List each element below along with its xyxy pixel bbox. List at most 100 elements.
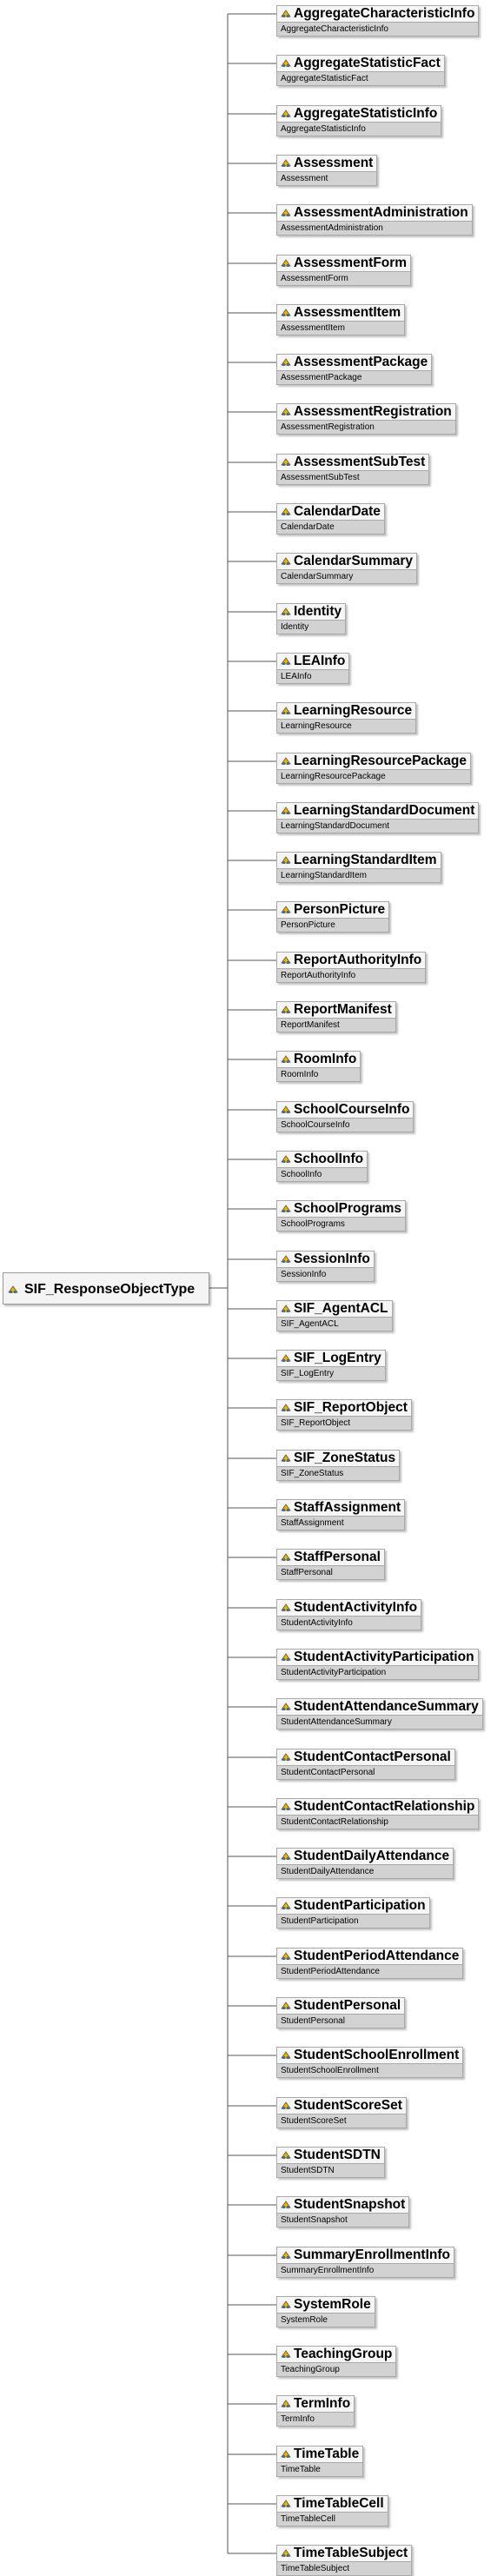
element-icon: [281, 607, 291, 615]
child-element-name: SIF_AgentACL: [294, 1301, 388, 1316]
child-element-header: AssessmentItem: [276, 304, 406, 322]
child-element-name: LearningStandardDocument: [294, 803, 475, 818]
child-element-header: CalendarSummary: [276, 553, 417, 570]
child-element-type: Assessment: [276, 172, 378, 186]
child-element-name: StudentActivityParticipation: [294, 1650, 474, 1664]
child-element-type: StudentContactRelationship: [276, 1816, 480, 1829]
child-element-type: ReportManifest: [276, 1019, 396, 1032]
child-element-header: TermInfo: [276, 2395, 355, 2413]
child-element-type: SIF_ZoneStatus: [276, 1467, 401, 1481]
child-element-type: LearningStandardDocument: [276, 820, 480, 833]
child-element-name: CalendarDate: [294, 504, 381, 519]
child-element-header: StudentSnapshot: [276, 2196, 410, 2214]
child-element-name: Identity: [294, 604, 342, 619]
child-element-header: SchoolCourseInfo: [276, 1101, 414, 1119]
child-element-header: ReportManifest: [276, 1001, 396, 1019]
element-icon: [281, 1952, 291, 1960]
child-element-name: StudentPersonal: [294, 1998, 401, 2013]
child-element-header: AssessmentPackage: [276, 354, 433, 371]
element-icon: [281, 209, 291, 216]
child-element-type: AssessmentAdministration: [276, 222, 473, 236]
element-icon: [281, 707, 291, 714]
child-element-header: RoomInfo: [276, 1051, 361, 1068]
child-element-header: TeachingGroup: [276, 2346, 397, 2363]
child-element-header: AggregateStatisticFact: [276, 55, 445, 72]
child-element-type: LearningResourcePackage: [276, 770, 472, 784]
element-icon: [281, 59, 291, 67]
element-icon: [281, 1753, 291, 1761]
child-element-header: StaffPersonal: [276, 1549, 385, 1566]
child-element-type: SummaryEnrollmentInfo: [276, 2264, 454, 2278]
element-icon: [281, 657, 291, 665]
element-icon: [281, 1504, 291, 1511]
child-element-header: SessionInfo: [276, 1251, 375, 1268]
child-element-name: SIF_ReportObject: [294, 1400, 408, 1415]
element-icon: [281, 2151, 291, 2159]
child-element-name: StudentParticipation: [294, 1898, 426, 1913]
child-element-name: SessionInfo: [294, 1251, 370, 1266]
child-element-header: StudentParticipation: [276, 1897, 430, 1915]
child-element-type: TimeTableCell: [276, 2513, 388, 2526]
child-element-header: StudentSchoolEnrollment: [276, 2047, 464, 2064]
child-element-type: StudentContactPersonal: [276, 1766, 455, 1780]
child-element-type: AssessmentSubTest: [276, 471, 430, 485]
child-element-name: PersonPicture: [294, 902, 386, 917]
child-element-name: StaffAssignment: [294, 1500, 401, 1515]
element-icon: [281, 2101, 291, 2109]
child-element-name: StudentContactRelationship: [294, 1799, 475, 1814]
child-element-type: AggregateStatisticInfo: [276, 123, 442, 136]
child-element-type: SIF_AgentACL: [276, 1318, 393, 1331]
root-element-name: SIF_ResponseObjectType: [24, 1282, 196, 1297]
element-icon: [281, 1803, 291, 1810]
element-icon: [281, 458, 291, 466]
element-icon: [281, 358, 291, 366]
child-element-type: AssessmentPackage: [276, 371, 433, 385]
child-element-header: AssessmentSubTest: [276, 454, 430, 471]
child-element-type: CalendarDate: [276, 521, 385, 534]
element-icon: [281, 1404, 291, 1411]
child-element-type: SchoolCourseInfo: [276, 1119, 414, 1132]
child-element-name: CalendarSummary: [294, 554, 413, 568]
child-element-type: SessionInfo: [276, 1268, 375, 1282]
element-icon: [281, 2350, 291, 2358]
element-icon: [281, 1354, 291, 1362]
child-element-name: SystemRole: [294, 2297, 371, 2312]
child-element-header: LearningStandardDocument: [276, 802, 480, 820]
child-element-type: LEAInfo: [276, 670, 350, 684]
element-icon: [281, 1852, 291, 1860]
element-icon: [281, 10, 291, 17]
child-element-type: SystemRole: [276, 2314, 375, 2327]
element-icon: [281, 508, 291, 515]
child-element-header: LEAInfo: [276, 653, 350, 670]
